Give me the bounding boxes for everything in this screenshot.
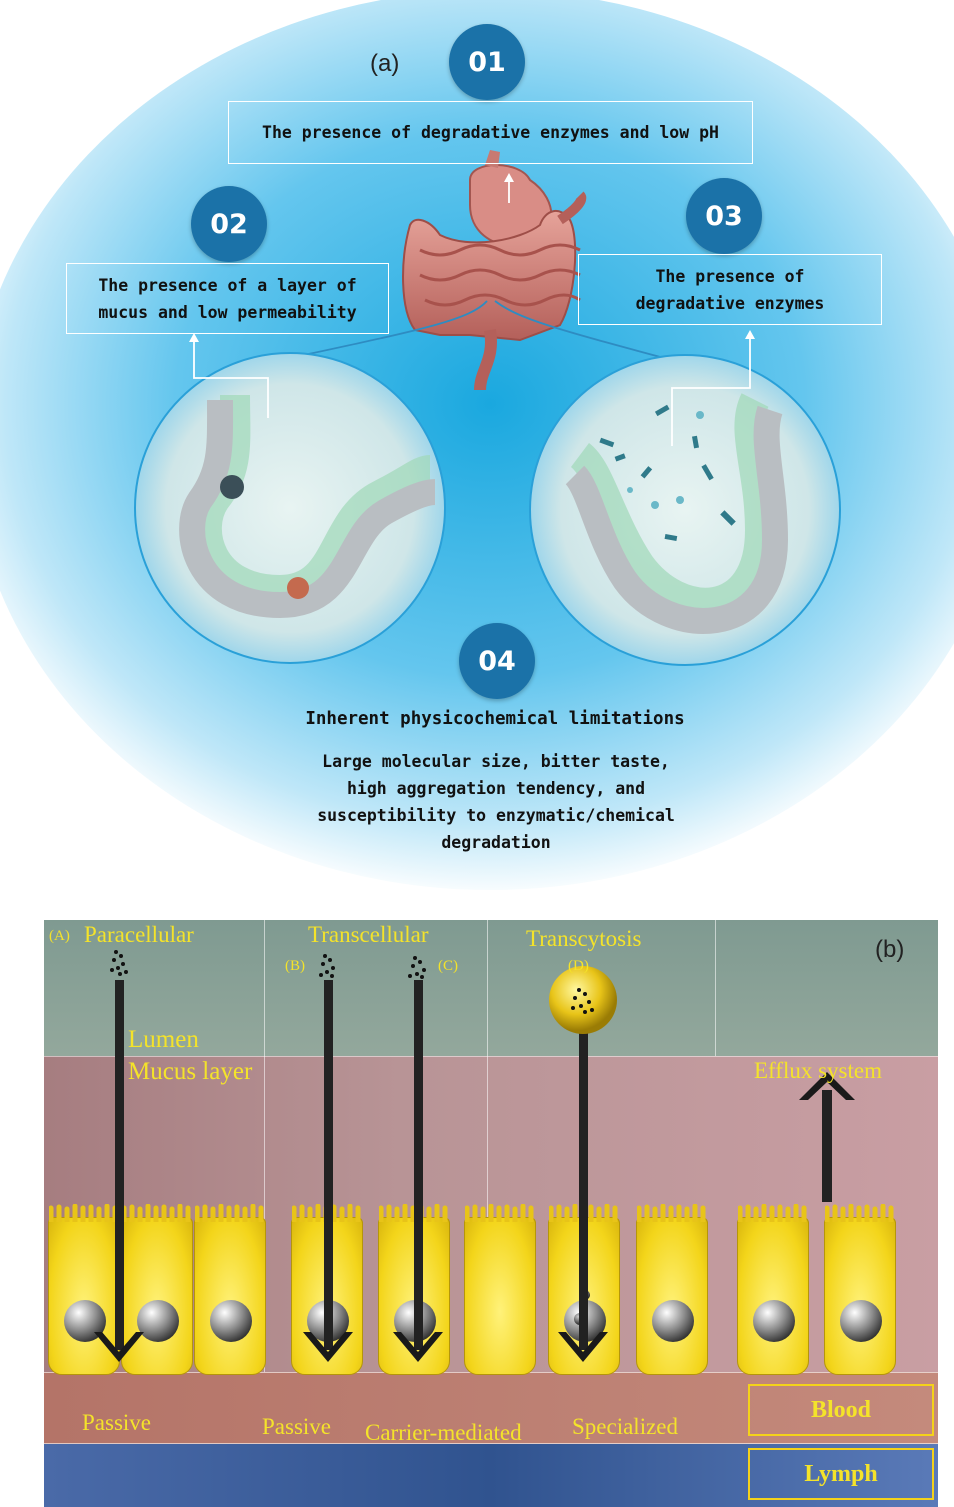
barrier-03-text-box: The presence of degradative enzymes — [578, 254, 882, 325]
transcytosis-carrier-vesicle — [549, 966, 617, 1034]
barrier-02-text-box: The presence of a layer of mucus and low… — [66, 263, 389, 334]
barrier-01-text-box: The presence of degradative enzymes and … — [228, 101, 753, 164]
panel-a-label: (a) — [370, 50, 399, 78]
transcellular-label: Transcellular — [308, 922, 429, 948]
badge-02: 02 — [191, 186, 267, 262]
efflux-system-label: Efflux system — [754, 1058, 882, 1084]
panel-a-barriers-diagram: (a) 01 The presence of degradative enzym… — [0, 0, 954, 900]
badge-04: 04 — [459, 623, 535, 699]
route-a-label: (A) — [49, 928, 70, 945]
route-d-label: (D) — [568, 958, 589, 975]
route-b-label: (B) — [285, 958, 305, 975]
enzymes-magnified-view — [530, 355, 840, 665]
mechanism-specialized: Specialized — [572, 1414, 678, 1440]
lumen-label: Lumen — [128, 1026, 199, 1054]
mucus-layer-magnified-view — [135, 353, 445, 663]
paracellular-label: Paracellular — [84, 922, 194, 948]
mucus-layer-label: Mucus layer — [128, 1058, 252, 1086]
badge-03: 03 — [686, 178, 762, 254]
barrier-04-description: Large molecular size, bitter taste, high… — [300, 748, 692, 856]
panel-b-label: (b) — [875, 936, 904, 964]
badge-01: 01 — [449, 24, 525, 100]
drug-particles — [110, 950, 426, 979]
mechanism-passive-b: Passive — [262, 1414, 331, 1440]
blood-label-box: Blood — [748, 1384, 934, 1436]
panel-b-absorption-routes: (A) Paracellular Transcellular (B) (C) T… — [44, 920, 938, 1507]
route-c-label: (C) — [438, 958, 458, 975]
mechanism-passive-a: Passive — [82, 1410, 151, 1436]
barrier-04-title: Inherent physicochemical limitations — [240, 709, 750, 729]
lymph-label-box: Lymph — [748, 1448, 934, 1500]
mechanism-carrier-mediated: Carrier-mediated — [365, 1420, 522, 1446]
transcytosis-label: Transcytosis — [526, 926, 641, 952]
